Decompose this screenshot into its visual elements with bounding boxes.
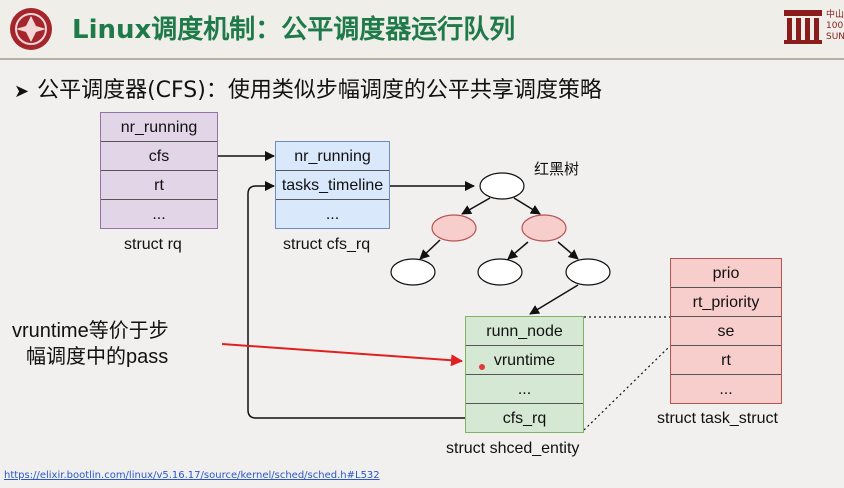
tree-edges bbox=[419, 197, 579, 315]
task-field-4: rt bbox=[671, 346, 781, 375]
vruntime-annotation: vruntime等价于步 幅调度中的pass bbox=[12, 318, 169, 370]
slide-header: Linux调度机制：公平调度器运行队列 中山 100 SUN bbox=[0, 0, 844, 60]
pointer-dot bbox=[479, 364, 485, 370]
tree-node-red-right bbox=[521, 214, 567, 242]
cfs-rq-field-2: tasks_timeline bbox=[276, 171, 389, 200]
rq-field-1: nr_running bbox=[101, 113, 217, 142]
se-field-1: runn_node bbox=[466, 317, 583, 346]
annotation-line-2: 幅调度中的pass bbox=[26, 346, 169, 368]
struct-rq-label: struct rq bbox=[124, 236, 182, 253]
annotation-line-1: vruntime等价于步 bbox=[12, 320, 169, 342]
rq-field-4: ... bbox=[152, 206, 166, 223]
struct-rq-box: nr_running cfs rt ... bbox=[100, 112, 218, 229]
se-field-3: ... bbox=[466, 375, 583, 404]
tree-node-red-left bbox=[431, 214, 477, 242]
struct-cfs-rq-label: struct cfs_rq bbox=[283, 236, 371, 253]
task-field-1: prio bbox=[671, 259, 781, 288]
annotation-arrow bbox=[221, 343, 463, 367]
struct-sched-entity-box: runn_node vruntime ... cfs_rq bbox=[465, 316, 584, 433]
bullet-point: ➤ 公平调度器(CFS)：使用类似步幅调度的公平共享调度策略 bbox=[14, 72, 602, 104]
tree-node-root bbox=[479, 172, 525, 200]
rq-field-3: rt bbox=[101, 171, 217, 200]
rq-field-2: cfs bbox=[101, 142, 217, 171]
cfs-rq-field-3: ... bbox=[325, 206, 340, 223]
tree-node-leaf-1 bbox=[390, 258, 436, 286]
logo-text-1: 中山 bbox=[826, 10, 844, 20]
university-badge-icon bbox=[10, 8, 52, 50]
dotted-link-bottom bbox=[583, 345, 671, 431]
rb-tree-label: 红黑树 bbox=[534, 161, 580, 178]
task-field-3: se bbox=[671, 317, 781, 346]
slide-title: Linux调度机制：公平调度器运行队列 bbox=[72, 15, 516, 45]
logo-text-2: 100 bbox=[826, 21, 844, 31]
arrow-entity-to-cfsrq bbox=[247, 181, 465, 419]
struct-cfs-rq-box: nr_running tasks_timeline ... bbox=[275, 141, 390, 229]
struct-sched-entity-label: struct shced_entity bbox=[446, 440, 580, 457]
bullet-arrow-icon: ➤ bbox=[14, 81, 30, 102]
university-logo-icon: 中山 100 SUN bbox=[782, 6, 844, 50]
struct-task-struct-box: prio rt_priority se rt ... bbox=[670, 258, 782, 404]
cfs-rq-field-1: nr_running bbox=[276, 142, 389, 171]
tree-node-leaf-2 bbox=[477, 258, 523, 286]
struct-task-struct-label: struct task_struct bbox=[657, 410, 778, 427]
task-field-5: ... bbox=[719, 381, 733, 398]
se-field-4: cfs_rq bbox=[502, 410, 547, 427]
bullet-text: 公平调度器(CFS)：使用类似步幅调度的公平共享调度策略 bbox=[37, 78, 602, 103]
logo-text-3: SUN bbox=[826, 32, 844, 42]
source-link[interactable]: https://elixir.bootlin.com/linux/v5.16.1… bbox=[4, 470, 380, 481]
se-field-2: vruntime bbox=[466, 346, 583, 375]
tree-node-leaf-3 bbox=[565, 258, 611, 286]
task-field-2: rt_priority bbox=[671, 288, 781, 317]
